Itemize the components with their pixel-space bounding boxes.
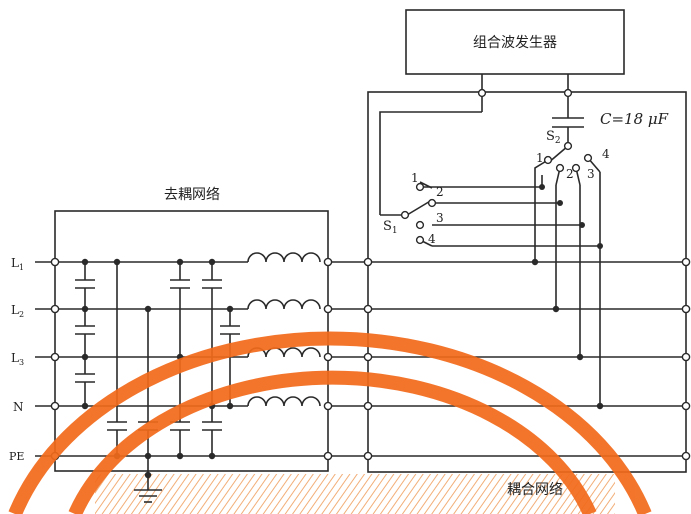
line-label-l2: L2 [11,303,24,319]
s2-pos-4: 4 [602,147,610,161]
inductor-l2 [247,299,324,311]
line-label-pe: PE [9,450,24,463]
s1-pos-3: 3 [436,211,444,225]
switch-s1-label: S1 [383,219,398,236]
inductor-n [247,396,324,408]
line-label-n: N [13,400,24,414]
s1-pos-2: 2 [436,185,444,199]
generator-box [405,9,625,75]
inductor-l1 [247,252,324,264]
line-label-l3: L3 [11,351,24,367]
decoupling-network-label: 去耦网络 [164,187,220,203]
coupling-network-label: 耦合网络 [507,482,563,498]
s1-pos-1: 1 [411,171,419,185]
coupling-network-box [367,91,687,473]
overlay-hatched-pad [95,474,615,514]
overlay-arcs [8,331,652,514]
switch-s2-label: S2 [546,129,561,146]
s2-pos-1: 1 [536,151,544,165]
generator-label: 组合波发生器 [473,35,557,51]
s2-pos-3: 3 [587,167,595,181]
s1-pos-4: 4 [428,232,436,246]
line-label-l1: L1 [11,256,24,272]
s2-pos-2: 2 [566,167,574,181]
capacitor-label: C=18 μF [600,110,669,128]
